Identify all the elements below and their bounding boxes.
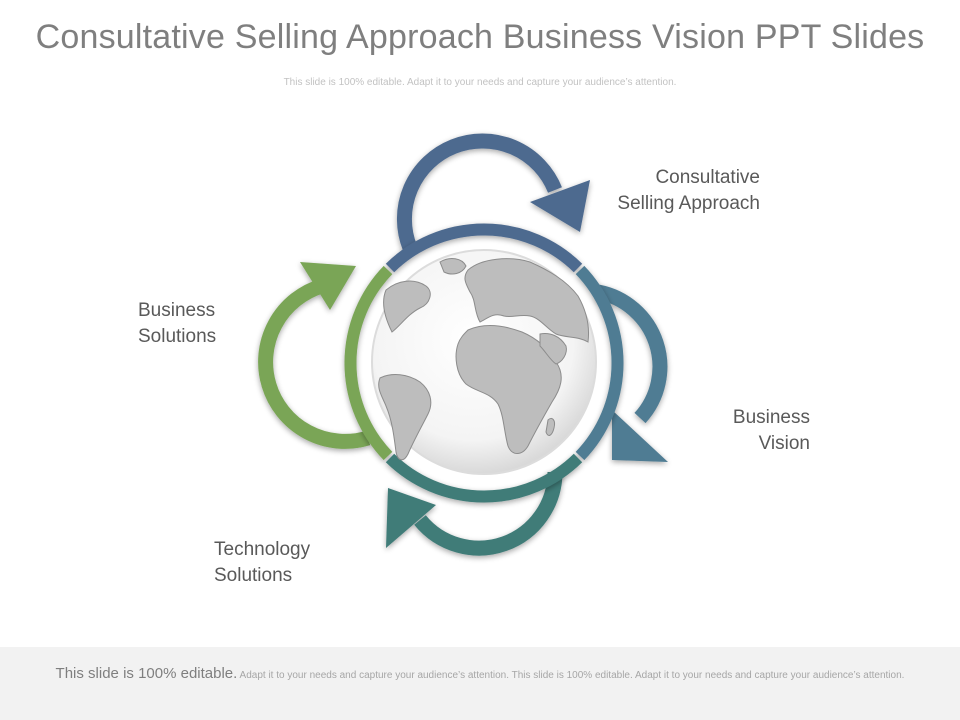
footer-text: Adapt it to your needs and capture your …: [239, 670, 905, 681]
label-technology-line-1: Technology: [214, 539, 311, 560]
label-consultative-selling: Consultative Selling Approach: [560, 165, 760, 217]
cycle-diagram: [258, 133, 668, 556]
globe-icon: [371, 249, 597, 475]
arrow-right: [596, 284, 668, 462]
arrow-bottom-head: [386, 488, 436, 548]
globe-ring: [344, 223, 624, 503]
arrow-bottom: [386, 471, 563, 556]
arrow-left-loop: [258, 278, 371, 449]
footer-lead: This slide is 100% editable.: [55, 665, 238, 682]
arrow-bottom-loop: [414, 471, 563, 556]
footer-bar: This slide is 100% editable. Adapt it to…: [0, 647, 960, 720]
arrow-right-head: [612, 410, 668, 462]
slide-title: Consultative Selling Approach Business V…: [35, 18, 925, 56]
label-solutions-line-2: Solutions: [138, 326, 217, 347]
label-technology-line-2: Solutions: [214, 565, 293, 586]
label-consultative-line-1: Consultative: [655, 167, 760, 188]
arrow-top-loop: [396, 133, 562, 251]
arrow-right-loop: [596, 284, 668, 424]
arrow-top-head: [530, 180, 590, 232]
label-business-vision: Business Vision: [660, 405, 810, 457]
ring-segment-top: [385, 223, 583, 273]
label-solutions-line-1: Business: [138, 300, 216, 321]
arrow-top: [396, 133, 590, 251]
label-business-solutions: Business Solutions: [138, 298, 298, 350]
ring-segment-left: [344, 265, 393, 461]
label-technology-solutions: Technology Solutions: [214, 537, 394, 589]
label-vision-line-1: Business: [732, 407, 810, 428]
arrow-left: [258, 262, 371, 449]
label-vision-line-2: Vision: [758, 433, 810, 454]
label-consultative-line-2: Selling Approach: [617, 193, 760, 214]
slide-subtitle: This slide is 100% editable. Adapt it to…: [283, 77, 677, 88]
arrow-left-head: [300, 262, 356, 310]
ring-segment-bottom: [385, 453, 583, 503]
ring-segment-right: [575, 265, 624, 461]
